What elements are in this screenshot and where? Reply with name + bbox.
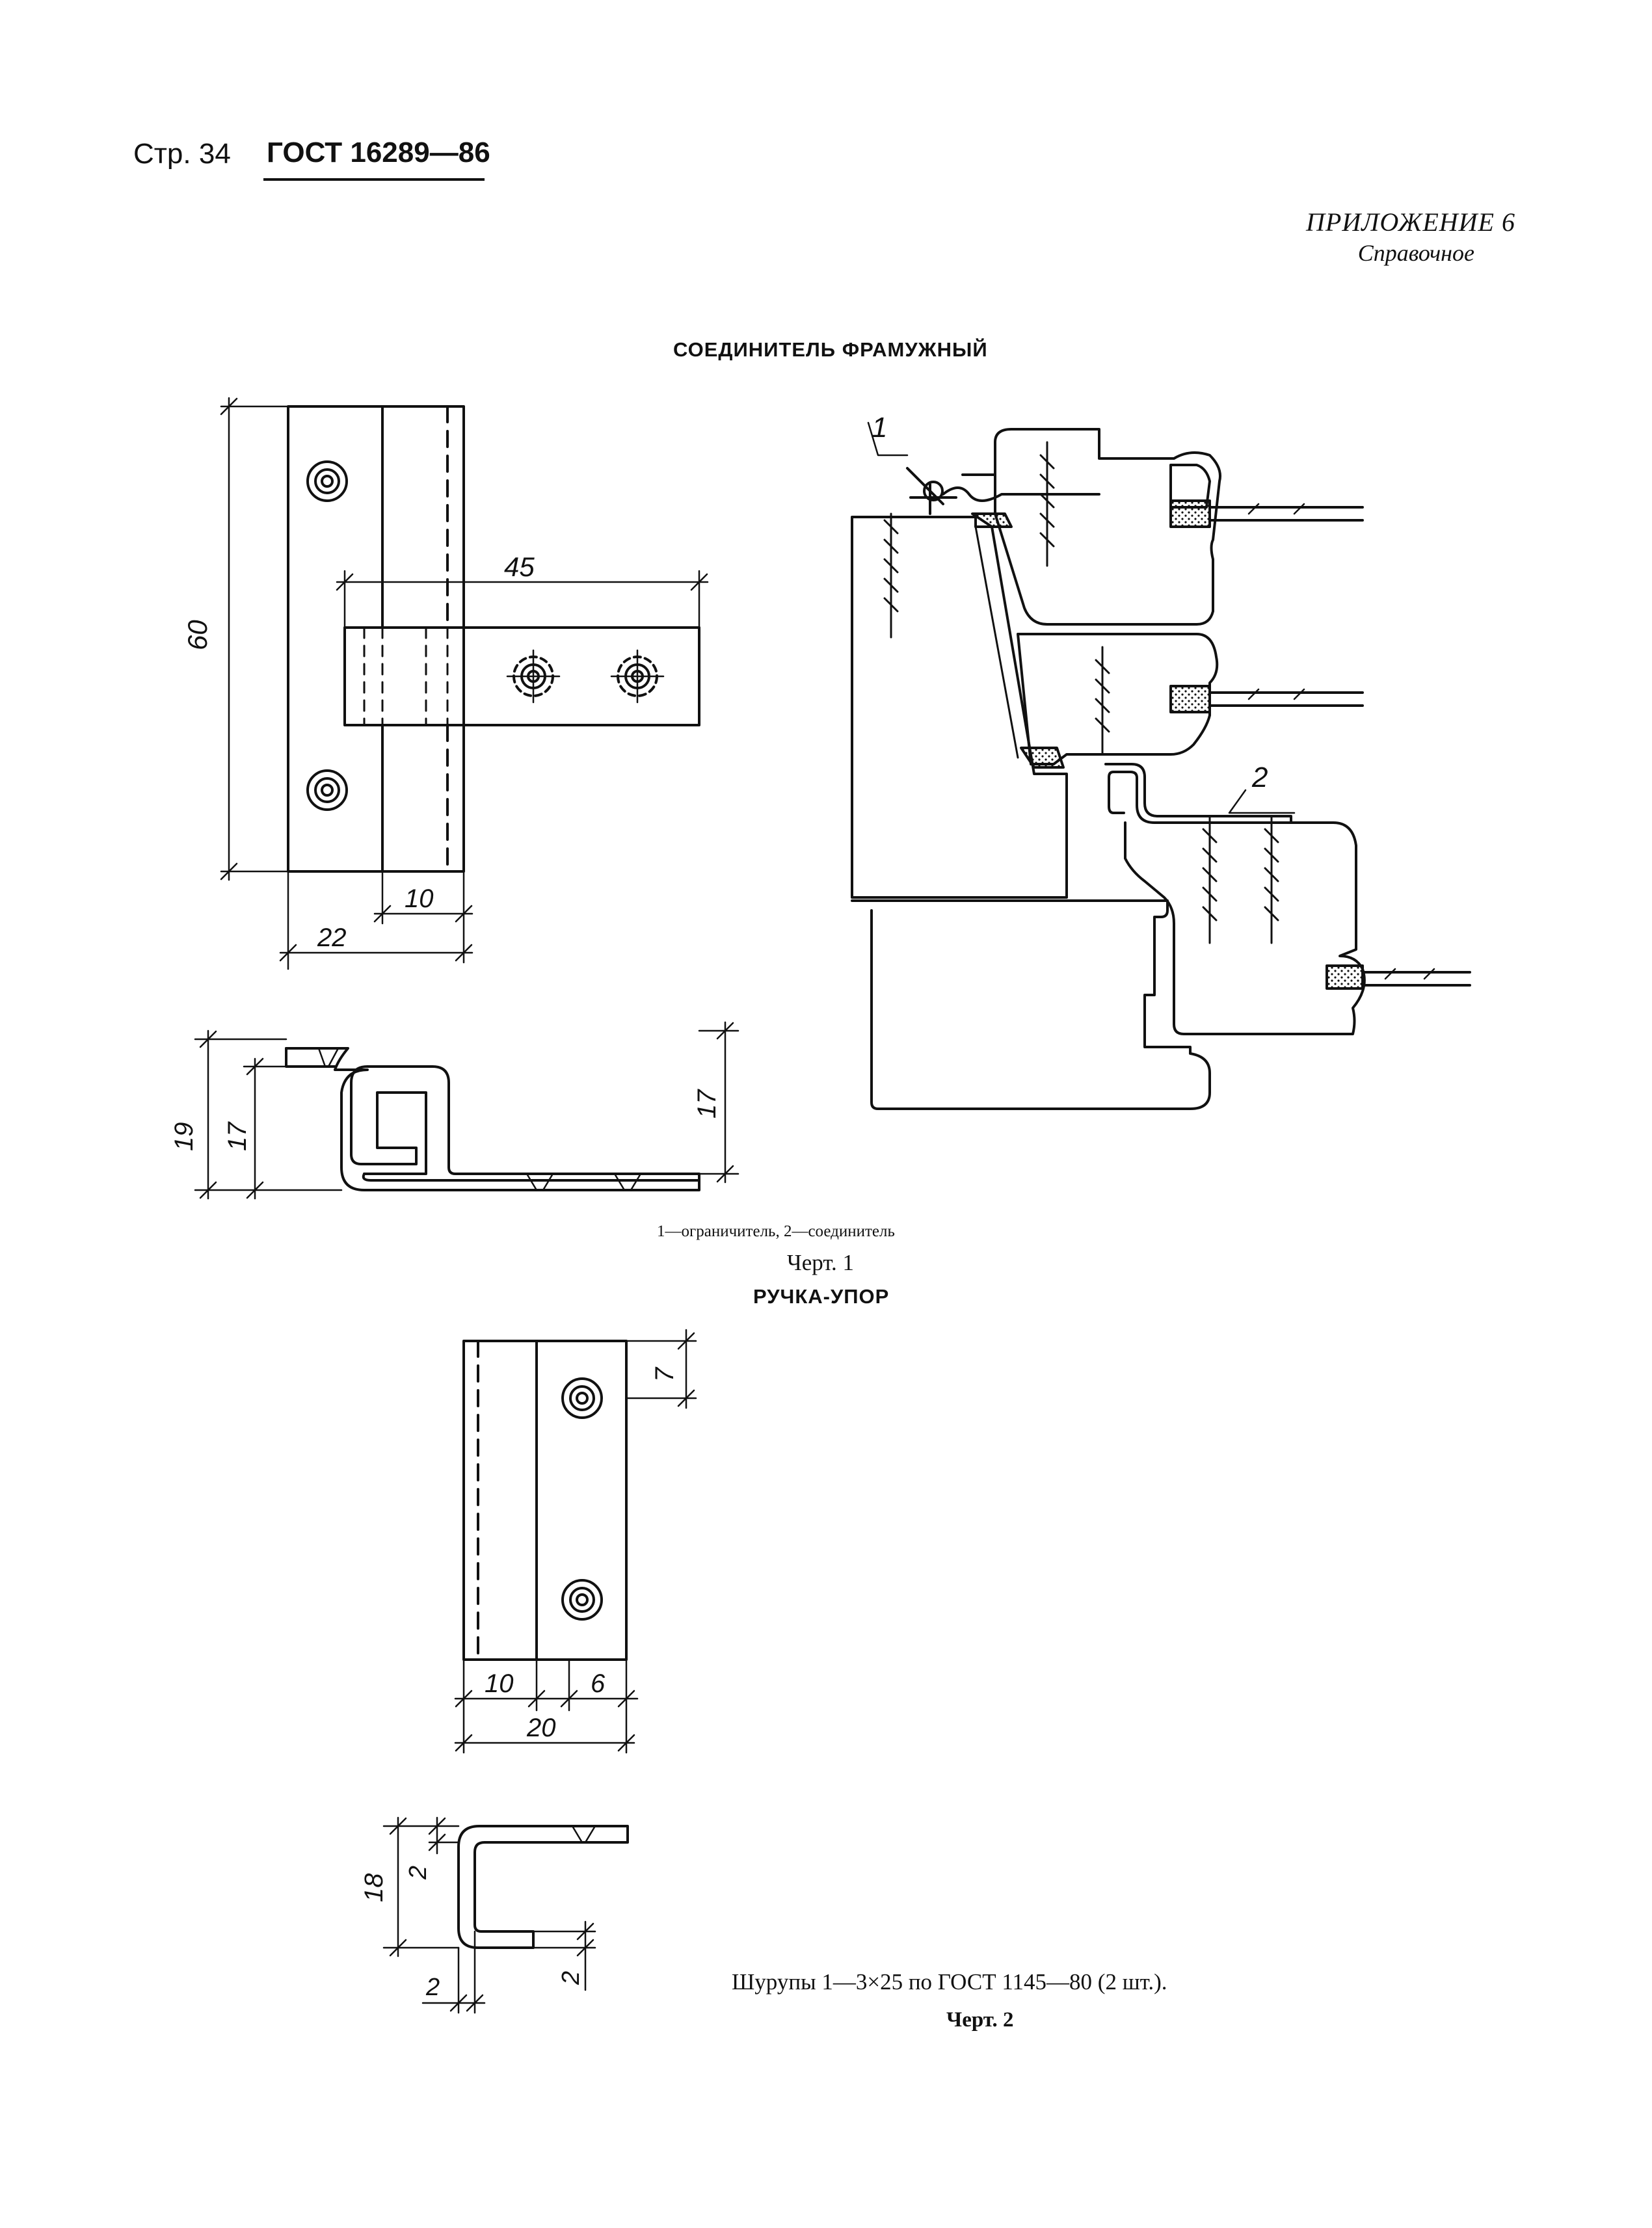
dim-bottom-left-2: 2	[425, 1974, 440, 2001]
screws-note: Шурупы 1—3×25 по ГОСТ 1145—80 (2 шт.).	[732, 1969, 1167, 1995]
standard-number: ГОСТ 16289—86	[267, 137, 490, 168]
connector-front-view	[287, 405, 700, 873]
dim-total-20: 20	[526, 1714, 556, 1742]
callout-1: 1	[872, 412, 887, 444]
handle-front-view	[462, 1340, 628, 1661]
connector-side-view	[285, 1047, 700, 1191]
dim-flange-2: 2	[405, 1866, 432, 1880]
dimension-lines-fig1-side	[194, 1021, 739, 1200]
dimension-lines-fig2-side	[382, 1816, 596, 2014]
dim-top-7: 7	[650, 1366, 679, 1382]
handle-side-view	[457, 1825, 629, 1949]
section1-title: СОЕДИНИТЕЛЬ ФРАМУЖНЫЙ	[673, 338, 988, 361]
dim-left-10: 10	[485, 1669, 514, 1698]
dim-side-19: 19	[170, 1122, 198, 1152]
figure1-legend: 1—ограничитель, 2—соединитель	[657, 1223, 895, 1240]
dim-side-right-17: 17	[693, 1089, 721, 1119]
dim-bottom-right-2: 2	[557, 1971, 585, 1985]
callout-2: 2	[1251, 762, 1268, 793]
dimension-lines-fig1	[220, 397, 709, 970]
appendix-title: ПРИЛОЖЕНИЕ 6	[1306, 207, 1515, 237]
header-underline	[263, 178, 485, 181]
dimension-lines-fig2	[454, 1329, 697, 1754]
dim-length-45: 45	[504, 551, 535, 582]
window-frame-section	[851, 421, 1471, 1110]
dim-height-18: 18	[360, 1873, 388, 1902]
dim-side-17: 17	[223, 1121, 252, 1151]
dim-right-6: 6	[591, 1669, 606, 1698]
figure2-label: Черт. 2	[946, 2008, 1014, 2032]
dim-height-60: 60	[182, 620, 213, 650]
dim-width-22: 22	[317, 923, 347, 952]
section2-title: РУЧКА-УПОР	[753, 1285, 890, 1308]
dim-inner-10: 10	[405, 884, 434, 913]
page-number: Стр. 34	[133, 138, 231, 170]
appendix-subtitle: Справочное	[1357, 240, 1474, 266]
figure1-label: Черт. 1	[787, 1250, 854, 1275]
